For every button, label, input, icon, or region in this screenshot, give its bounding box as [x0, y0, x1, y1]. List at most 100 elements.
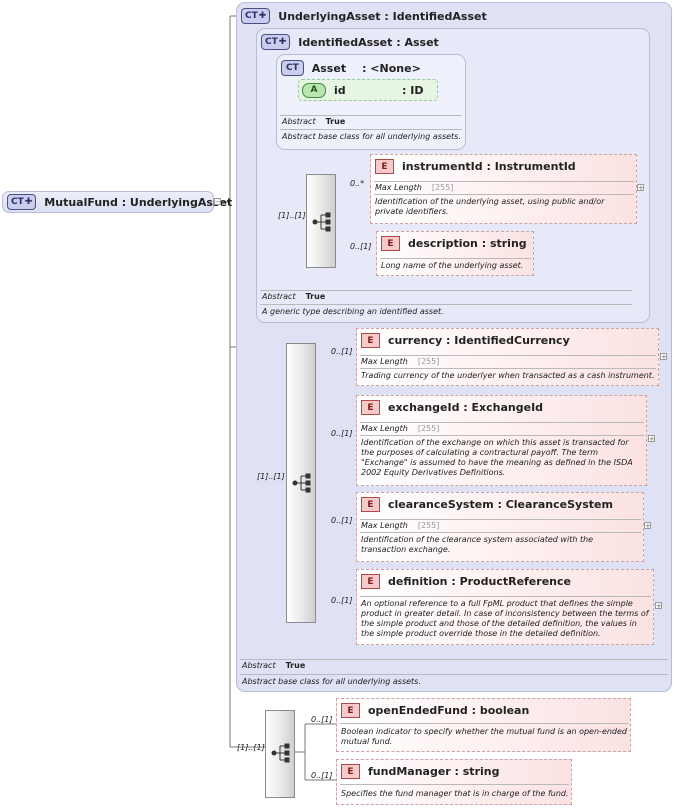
divider — [240, 659, 668, 660]
maxlength-property: Max Length[255] — [375, 183, 454, 192]
element-icon: E — [375, 159, 394, 174]
divider — [340, 723, 628, 724]
divider — [360, 596, 651, 597]
expand-toggle[interactable]: + — [644, 522, 651, 530]
element-description: Specifies the fund manager that is in ch… — [341, 789, 569, 798]
asset-header: CT Asset : <None> — [281, 60, 421, 76]
divider — [340, 784, 569, 785]
element-label: definition : ProductReference — [388, 575, 571, 588]
divider — [360, 368, 656, 369]
element-clearancesystem[interactable]: E clearanceSystem : ClearanceSystem Max … — [356, 492, 644, 562]
mutualfund-label: MutualFund : UnderlyingAsset — [44, 195, 233, 209]
element-label: exchangeId : ExchangeId — [388, 401, 544, 414]
expand-toggle[interactable]: + — [637, 184, 644, 192]
element-icon: E — [361, 333, 380, 348]
underlyingasset-header: CT✚ UnderlyingAsset : IdentifiedAsset — [241, 8, 487, 24]
attribute-id-node[interactable]: A id : ID — [298, 79, 438, 101]
asset-description: Abstract base class for all underlying a… — [282, 132, 461, 141]
element-cardinality: 0..[1] — [331, 347, 353, 356]
complex-type-icon: CT✚ — [241, 8, 271, 24]
element-label: description : string — [408, 237, 527, 250]
maxlength-property: Max Length[255] — [361, 357, 440, 366]
divider — [360, 422, 644, 423]
element-icon: E — [361, 574, 380, 589]
expand-toggle[interactable]: + — [648, 435, 655, 443]
element-description-node[interactable]: E description : string Long name of the … — [376, 231, 534, 276]
complex-type-icon: CT✚ — [7, 194, 37, 210]
element-icon: E — [361, 400, 380, 415]
divider — [280, 115, 462, 116]
sequence-cardinality: [1]..[1] — [237, 743, 265, 752]
element-cardinality: 0..[1] — [311, 715, 333, 724]
element-header: E fundManager : string — [341, 764, 499, 779]
element-currency[interactable]: E currency : IdentifiedCurrency Max Leng… — [356, 328, 659, 386]
divider — [374, 194, 634, 195]
underlyingasset-description: Abstract base class for all underlying a… — [242, 677, 421, 686]
element-description: An optional reference to a full FpML pro… — [361, 599, 649, 638]
element-description: Trading currency of the underlyer when t… — [361, 371, 655, 380]
expand-toggle[interactable]: + — [655, 602, 662, 610]
element-cardinality: 0..[1] — [331, 596, 353, 605]
divider — [374, 181, 634, 182]
mutualfund-node[interactable]: CT✚ MutualFund : UnderlyingAsset — [2, 191, 232, 213]
divider — [360, 519, 641, 520]
identifiedasset-description: A generic type describing an identified … — [262, 307, 444, 316]
divider — [260, 290, 632, 291]
element-description: Boolean indicator to specify whether the… — [341, 727, 628, 746]
element-header: E definition : ProductReference — [361, 574, 571, 589]
element-fundmanager[interactable]: E fundManager : string Specifies the fun… — [336, 759, 572, 805]
element-label: fundManager : string — [368, 765, 500, 778]
element-definition[interactable]: E definition : ProductReference An optio… — [356, 569, 654, 645]
divider — [360, 435, 644, 436]
divider — [260, 304, 632, 305]
divider — [240, 674, 668, 675]
asset-name: Asset — [311, 61, 347, 75]
element-description: Identification of the exchange on which … — [361, 438, 633, 477]
element-description: Identification of the underlying asset, … — [375, 197, 605, 216]
element-icon: E — [381, 236, 400, 251]
complex-type-icon: CT✚ — [261, 34, 291, 50]
sequence-cardinality: [1]..[1] — [278, 211, 306, 220]
sequence-compositor[interactable] — [265, 710, 295, 798]
element-description: Long name of the underlying asset. — [381, 261, 524, 270]
element-label: openEndedFund : boolean — [368, 704, 530, 717]
element-header: E description : string — [381, 236, 527, 251]
divider — [360, 355, 656, 356]
divider — [380, 258, 531, 259]
sequence-compositor[interactable] — [286, 343, 316, 623]
asset-type: : <None> — [362, 61, 421, 75]
attribute-type: : ID — [402, 83, 424, 97]
element-header: E exchangeId : ExchangeId — [361, 400, 543, 415]
maxlength-property: Max Length[255] — [361, 521, 440, 530]
sequence-cardinality: [1]..[1] — [257, 472, 285, 481]
divider — [360, 532, 641, 533]
element-exchangeid[interactable]: E exchangeId : ExchangeId Max Length[255… — [356, 395, 647, 486]
sequence-icon — [312, 212, 331, 232]
element-openendedfund[interactable]: E openEndedFund : boolean Boolean indica… — [336, 698, 631, 752]
attribute-icon: A — [302, 82, 326, 98]
attribute-name: id — [334, 83, 346, 97]
element-icon: E — [341, 764, 360, 779]
element-header: E openEndedFund : boolean — [341, 703, 529, 718]
element-header: E clearanceSystem : ClearanceSystem — [361, 497, 613, 512]
collapse-toggle[interactable]: − — [214, 198, 221, 206]
element-cardinality: 0..[1] — [331, 516, 353, 525]
identifiedasset-label: IdentifiedAsset : Asset — [298, 35, 439, 49]
complex-type-icon: CT — [281, 60, 304, 76]
element-header: E instrumentId : InstrumentId — [375, 159, 576, 174]
element-icon: E — [361, 497, 380, 512]
sequence-compositor[interactable] — [306, 174, 336, 268]
element-instrumentid[interactable]: E instrumentId : InstrumentId Max Length… — [370, 154, 637, 224]
sequence-icon — [292, 473, 311, 493]
element-label: instrumentId : InstrumentId — [402, 160, 576, 173]
expand-toggle[interactable]: + — [660, 353, 667, 361]
identifiedasset-header: CT✚ IdentifiedAsset : Asset — [261, 34, 439, 50]
element-cardinality: 0..[1] — [311, 771, 333, 780]
element-description: Identification of the clearance system a… — [361, 535, 594, 554]
divider — [280, 129, 462, 130]
sequence-icon — [271, 743, 290, 763]
